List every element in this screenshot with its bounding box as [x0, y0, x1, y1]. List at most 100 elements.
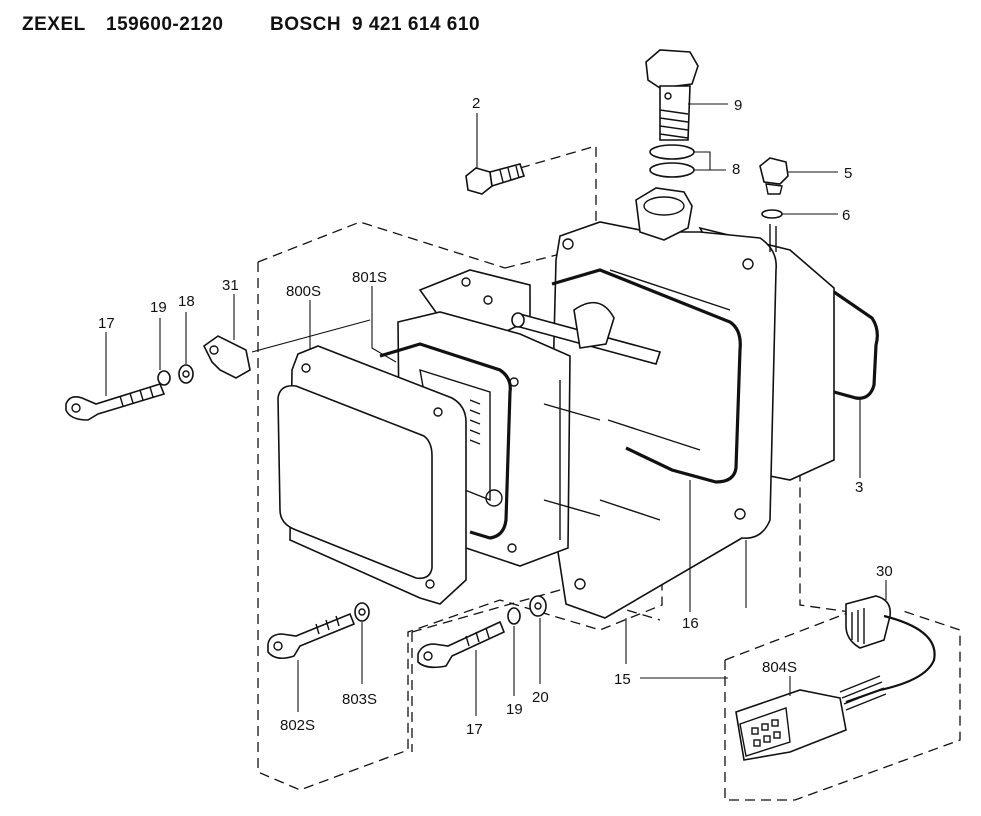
- bolt-2-head: [465, 167, 493, 195]
- callout-labels: 2 9 8 5 6 3 16 15 30 804S 17 19 18 31 80…: [98, 95, 893, 738]
- bolt-2-thread: [499, 165, 520, 183]
- banjo-bolt-thread: [659, 109, 689, 139]
- actuator-coil: [419, 368, 491, 502]
- bottom-fastener-17: [417, 595, 547, 669]
- connector-pin: [773, 731, 781, 739]
- connector-pin: [761, 723, 769, 731]
- callout-19-bottom: 19: [506, 701, 523, 718]
- group-outline-main: [257, 221, 663, 791]
- connector-804s-face: [739, 707, 791, 757]
- banjo-assembly: [645, 49, 699, 178]
- shaft-end: [511, 312, 525, 328]
- cover-hole: [425, 579, 435, 589]
- pump-housing: [549, 187, 879, 619]
- bracket-hole: [461, 277, 471, 287]
- bolt-802s-socket: [273, 641, 283, 651]
- connector-804s: [735, 689, 847, 761]
- leader-lines: [105, 103, 887, 716]
- housing-gasket-16: [551, 268, 742, 484]
- mount-hole: [574, 578, 586, 590]
- callout-31: 31: [222, 277, 239, 294]
- leader-8: [694, 151, 726, 171]
- connector-pin: [753, 739, 761, 747]
- bolt-17-bottom: [417, 620, 506, 669]
- leader-801s: [371, 286, 397, 363]
- group-outline-lower: [411, 589, 661, 752]
- bosch-part-number: 9 421 614 610: [352, 14, 480, 35]
- washer-19-bottom: [507, 607, 521, 625]
- bottom-fastener-802s: [267, 602, 370, 660]
- bolt-802s: [267, 612, 356, 660]
- connector-pin: [763, 735, 771, 743]
- callout-19-left: 19: [150, 299, 167, 316]
- zexel-part-number: 159600-2120: [106, 14, 224, 35]
- actuator-hole: [509, 377, 519, 387]
- grommet-30: [845, 595, 892, 649]
- bolt-802s-thread: [315, 615, 340, 635]
- nut-5: [759, 157, 789, 185]
- nut-5-collar: [765, 183, 783, 195]
- seal-washer-lower: [649, 162, 695, 178]
- nut-washer: [759, 157, 789, 219]
- bolt-17-bottom-thread: [465, 627, 490, 647]
- shaft-flange: [573, 301, 615, 349]
- diagram-header: ZEXEL 159600-2120 BOSCH 9 421 614 610: [22, 14, 480, 35]
- bolt-2-shank: [489, 163, 526, 188]
- clamp-31: [202, 335, 251, 379]
- cover-800s: [277, 345, 467, 605]
- washer-19-left: [157, 370, 171, 386]
- callout-5: 5: [844, 165, 852, 182]
- callout-804s: 804S: [762, 659, 797, 676]
- mount-hole: [742, 258, 754, 270]
- washer-18: [178, 364, 194, 384]
- seal-washer-upper: [649, 144, 695, 160]
- callout-802s: 802S: [280, 717, 315, 734]
- callout-801s: 801S: [352, 269, 387, 286]
- callout-15: 15: [614, 671, 631, 688]
- connector-pin: [751, 727, 759, 735]
- actuator-hole: [507, 543, 517, 553]
- bolt-17-bottom-socket: [423, 651, 433, 661]
- callout-3: 3: [855, 479, 863, 496]
- harness-connector: [735, 595, 936, 761]
- bolt-17-left-socket: [71, 403, 81, 413]
- actuator-screw: [485, 489, 503, 507]
- brand-bosch: BOSCH: [270, 14, 341, 35]
- washer-18-hole: [182, 370, 190, 378]
- o-ring-gasket-rear: [833, 290, 879, 400]
- left-fastener-set: [65, 319, 371, 421]
- callout-16: 16: [682, 615, 699, 632]
- harness-wires: [839, 675, 887, 711]
- bolt-17-left-thread: [119, 386, 154, 407]
- brand-zexel: ZEXEL: [22, 14, 86, 35]
- washer-6: [761, 209, 783, 219]
- cover-inner: [277, 384, 433, 580]
- bolt-2: [465, 163, 526, 195]
- callout-20: 20: [532, 689, 549, 706]
- mount-hole: [562, 238, 574, 250]
- washer-803s-hole: [358, 608, 366, 616]
- cover-hole: [433, 407, 443, 417]
- callout-18: 18: [178, 293, 195, 310]
- washer-20: [529, 595, 547, 617]
- connector-pin: [771, 719, 779, 727]
- actuator-fins: [543, 380, 601, 540]
- callout-9: 9: [734, 97, 742, 114]
- banjo-bolt-port: [664, 92, 672, 100]
- callout-2: 2: [472, 95, 480, 112]
- banjo-bolt-head: [645, 49, 699, 89]
- washer-803s: [354, 602, 370, 622]
- clamp-31-axis: [251, 319, 371, 353]
- callout-17-bottom: 17: [466, 721, 483, 738]
- clamp-31-hole: [209, 345, 219, 355]
- callout-30: 30: [876, 563, 893, 580]
- callout-6: 6: [842, 207, 850, 224]
- group-outline-connector: [724, 609, 961, 801]
- housing-main-plate: [549, 221, 777, 619]
- callout-800s: 800S: [286, 283, 321, 300]
- mount-hole: [734, 508, 746, 520]
- callout-17-left: 17: [98, 315, 115, 332]
- housing-rib: [599, 269, 731, 521]
- bolt-17-left: [65, 383, 166, 421]
